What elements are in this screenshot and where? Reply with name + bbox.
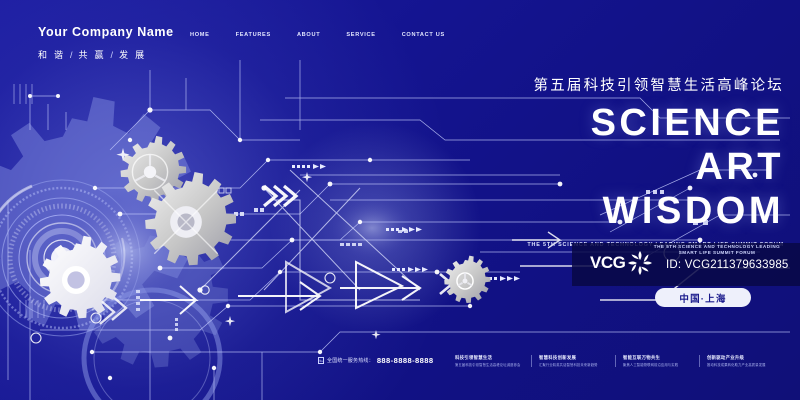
footer-title: 创新驱动产业升级 — [707, 355, 745, 360]
footer-column: 创新驱动产业升级 推动科技成果转化助力产业高质量发展 — [707, 355, 783, 367]
hotline-label: 全国统一服务热线： — [327, 358, 374, 364]
vcg-watermark: VCG THE 5TH SCIENCE AND TECHNOLOGY LEADI… — [572, 243, 800, 286]
watermark-mini-text: THE 5TH SCIENCE AND TECHNOLOGY LEADING S… — [642, 244, 792, 257]
footer-title: 智能互联万物共生 — [623, 355, 661, 360]
forum-chinese-title: 第五届科技引领智慧生活高峰论坛 — [533, 78, 784, 94]
slogan-word-2: 共赢 — [78, 50, 111, 60]
nav-item-about[interactable]: ABOUT — [296, 32, 321, 38]
nav-item-service[interactable]: SERVICE — [346, 32, 376, 38]
footer-desc: 汇聚行业精英共话智慧科技未来新趋势 — [539, 363, 598, 367]
hotline-number: 888-8888-8888 — [376, 356, 434, 365]
watermark-id: ID: VCG211379633985 — [666, 259, 789, 271]
location-badge: 中国·上海 — [655, 288, 751, 307]
footer-desc: 推动科技成果转化助力产业高质量发展 — [707, 363, 766, 367]
hotline-block: ℡ 全国统一服务热线： 888-8888-8888 — [318, 356, 434, 365]
footer-column: 智慧科技创新发展 汇聚行业精英共话智慧科技未来新趋势 — [539, 355, 616, 368]
gear-medium-icon — [120, 135, 187, 204]
main-nav: HOME FEATURES ABOUT SERVICE CONTACT US — [190, 32, 445, 38]
gear-large-icon — [145, 171, 237, 266]
footer-title: 智慧科技创新发展 — [539, 355, 577, 360]
footer-desc: 第五届科技引领智慧生活高峰论坛诚邀参会 — [455, 363, 521, 367]
slogan-separator-2: / — [110, 49, 120, 60]
headline-line-art: ART — [695, 146, 784, 188]
nav-item-contact-us[interactable]: CONTACT US — [401, 32, 445, 38]
watermark-mini-line-2: SMART LIFE SUMMIT FORUM — [678, 250, 756, 256]
phone-icon: ℡ — [318, 357, 324, 364]
footer-columns: 科技引领智慧生活 第五届科技引领智慧生活高峰论坛诚邀参会 智慧科技创新发展 汇聚… — [455, 355, 790, 368]
slogan: 和谐 / 共赢 / 发展 — [38, 48, 151, 61]
footer-column: 科技引领智慧生活 第五届科技引领智慧生活高峰论坛诚邀参会 — [455, 355, 532, 368]
footer-desc: 聚焦人工智能物联网前沿应用与实践 — [623, 363, 679, 367]
vcg-burst-icon — [628, 251, 653, 275]
gear-mini-icon — [444, 255, 491, 304]
gear-small-icon — [39, 235, 121, 319]
headline-line-wisdom: WISDOM — [602, 190, 784, 232]
footer-column: 智能互联万物共生 聚焦人工智能物联网前沿应用与实践 — [623, 355, 700, 368]
headline-block: 第五届科技引领智慧生活高峰论坛 SCIENCE ART WISDOM THE 5… — [364, 74, 784, 248]
vcg-logo: VCG — [590, 250, 653, 276]
nav-item-home[interactable]: HOME — [190, 32, 210, 38]
slogan-word-1: 和谐 — [38, 50, 71, 60]
nav-item-features[interactable]: FEATURES — [235, 32, 271, 38]
slogan-separator-1: / — [70, 49, 79, 60]
headline-line-science: SCIENCE — [590, 102, 784, 144]
watermark-mini-line-1: THE 5TH SCIENCE AND TECHNOLOGY LEADING — [653, 244, 781, 249]
chevron-arrow-icon — [262, 184, 299, 208]
footer-title: 科技引领智慧生活 — [455, 355, 493, 360]
vcg-logo-text: VCG — [590, 253, 626, 272]
brand-name[interactable]: Your Company Name — [38, 25, 174, 39]
slogan-word-3: 发展 — [119, 50, 152, 60]
